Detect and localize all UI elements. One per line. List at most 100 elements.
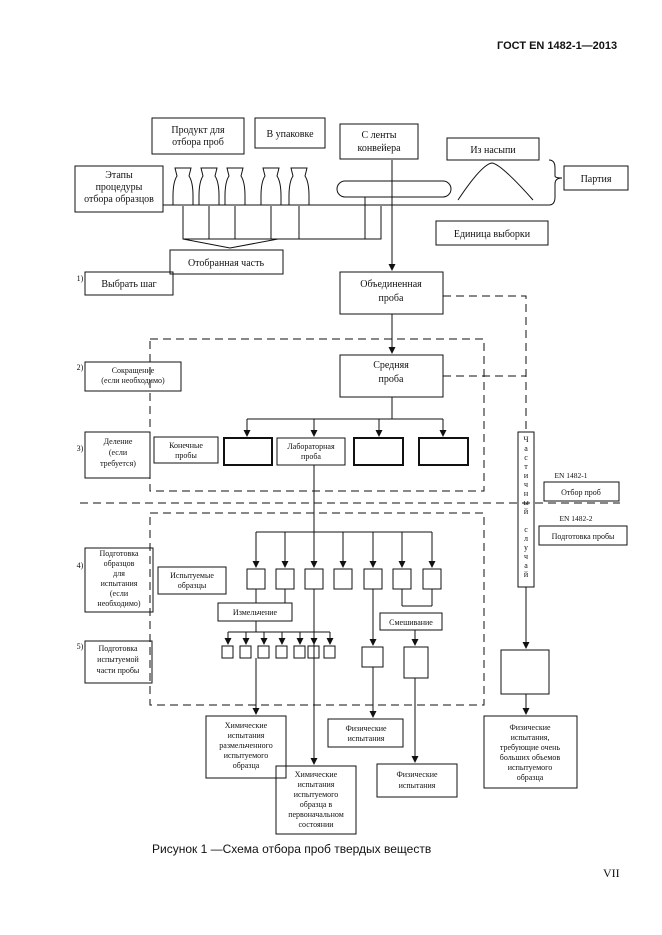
phys2-label: испытания	[399, 781, 436, 790]
stages-label: отбора образцов	[84, 194, 154, 205]
bottle-icon	[260, 167, 282, 206]
chem-original-label: первоначальном	[288, 810, 344, 819]
chem-original-label: испытания	[298, 780, 335, 789]
phys-large-label: Физические	[509, 723, 551, 732]
laboratory-sample-box	[276, 437, 346, 466]
mixed-sample-box	[403, 646, 429, 679]
grinding-box	[217, 602, 293, 622]
partial-case-label: ч	[524, 552, 528, 561]
bottle-icon	[288, 167, 310, 206]
package-box	[254, 117, 326, 149]
chem-ground-label: Химические	[225, 721, 268, 730]
mixing-box	[379, 612, 443, 631]
partial-case-label: у	[524, 543, 528, 552]
step2-label: Сокращение	[112, 366, 155, 375]
heap-label: Из насыпи	[470, 145, 516, 156]
package-label: В упаковке	[266, 129, 314, 140]
phys-large-result-box	[483, 715, 578, 789]
final-sample-box	[418, 437, 469, 466]
heap-icon	[457, 162, 534, 201]
step4-label: необходимо)	[97, 599, 140, 608]
grinding-label: Измельчение	[233, 608, 278, 617]
final-samples-label: пробы	[175, 451, 197, 460]
partial-case-label: н	[524, 489, 529, 498]
partial-case-label: а	[524, 444, 528, 453]
sampling-unit-box	[435, 220, 549, 246]
final-sample-box	[223, 437, 273, 466]
figure-caption: Рисунок 1 —Схема отбора проб твердых вещ…	[152, 842, 432, 856]
partial-case-label: а	[524, 561, 528, 570]
physical-sample-box	[361, 646, 384, 668]
chem-original-label: испытуемого	[294, 790, 338, 799]
step5-number: 5)	[77, 642, 84, 651]
composite-label: проба	[379, 293, 404, 304]
chem-ground-label: испытуемого	[224, 751, 268, 760]
en2-label: Подготовка пробы	[552, 532, 615, 541]
final-samples-label: Конечные	[169, 441, 203, 450]
phys-large-label: испытуемого	[508, 763, 552, 772]
partial-case-label: л	[524, 534, 528, 543]
test-sample-box	[246, 568, 266, 590]
test-sample-box	[392, 568, 412, 590]
document-code: ГОСТ EN 1482-1—2013	[497, 40, 618, 52]
composite-label: Объединенная	[360, 279, 422, 290]
conveyor-label: С ленты	[361, 130, 396, 141]
product-label: отбора проб	[172, 137, 224, 148]
product-label: Продукт для	[171, 125, 225, 136]
bottle-icon	[198, 167, 220, 206]
laboratory-label: проба	[301, 452, 321, 461]
sampling-bracket	[182, 206, 382, 240]
final-samples-label-box	[153, 436, 219, 464]
step2-box	[84, 361, 182, 392]
step3-box	[84, 431, 151, 479]
laboratory-label: Лабораторная	[287, 442, 335, 451]
mixing-label: Смешивание	[389, 618, 433, 627]
partial-case-label: т	[524, 462, 528, 471]
step4-label: испытания	[101, 579, 138, 588]
chem-ground-label: образца	[233, 761, 260, 770]
chem-ground-label: размельченного	[219, 741, 272, 750]
step1-number: 1)	[77, 274, 84, 283]
step3-label: (если	[109, 448, 128, 457]
step2-number: 2)	[77, 363, 84, 372]
phys-large-label: образца	[517, 773, 544, 782]
step4-label: Подготовка	[99, 549, 139, 558]
step4-number: 4)	[77, 561, 84, 570]
bottle-icon	[224, 167, 246, 206]
test-sample-box	[304, 568, 324, 590]
step4-label: (если	[110, 589, 129, 598]
partial-case-label: с	[524, 453, 528, 462]
partial-case-label: и	[524, 471, 529, 480]
product-box	[151, 117, 245, 155]
reduction-region	[149, 338, 485, 492]
average-label: Средняя	[373, 360, 409, 371]
conveyor-box	[339, 123, 419, 160]
step5-label: части пробы	[97, 666, 140, 675]
chem-original-label: Химические	[295, 770, 338, 779]
test-samples-label-box	[157, 566, 227, 595]
chem-original-label: состоянии	[298, 820, 334, 829]
lot-label: Партия	[581, 174, 612, 185]
phys1-result-box	[327, 718, 404, 748]
en2-code: EN 1482-2	[559, 514, 592, 523]
heap-box	[446, 137, 540, 161]
stages-label: Этапы	[105, 170, 133, 181]
selected-part-box	[169, 249, 284, 275]
partial-case-label: ы	[523, 498, 529, 507]
phys2-result-box	[376, 763, 458, 798]
chem-original-label: образца в	[300, 800, 333, 809]
conveyor-label: конвейера	[357, 143, 401, 154]
partial-case-label: ч	[524, 480, 528, 489]
preparation-region	[149, 512, 485, 706]
step1-box	[84, 271, 174, 296]
average-label: проба	[379, 374, 404, 385]
chem-ground-result-box	[205, 715, 287, 779]
chem-original-result-box	[275, 765, 357, 835]
test-sample-box	[275, 568, 295, 590]
sampling-unit-label: Единица выборки	[454, 229, 531, 240]
large-sample-box	[500, 649, 550, 695]
test-sample-box	[333, 568, 353, 590]
phys2-label: Физические	[396, 770, 438, 779]
en1-label: Отбор проб	[561, 488, 601, 497]
